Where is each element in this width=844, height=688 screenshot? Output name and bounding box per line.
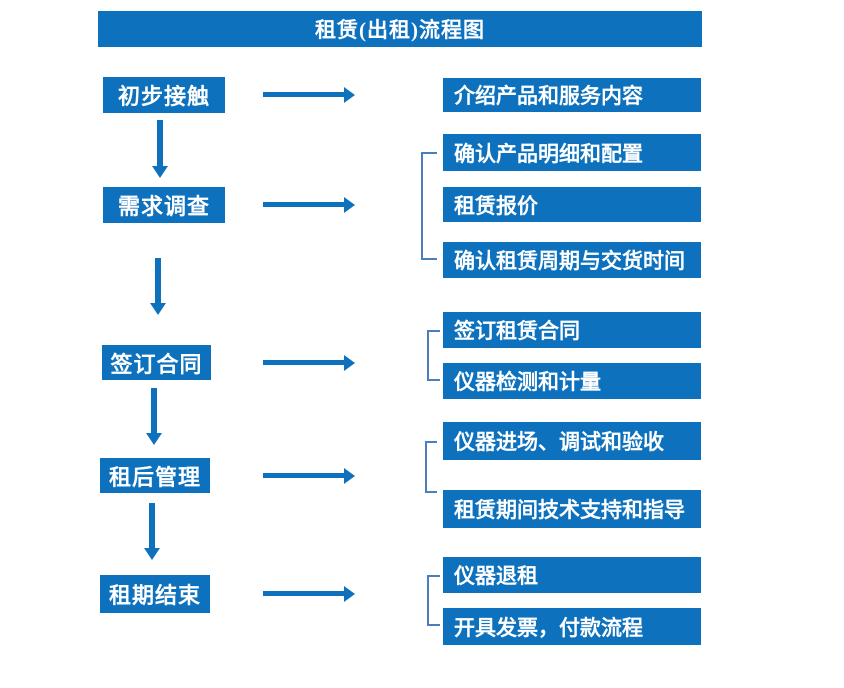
group-bracket <box>425 441 437 493</box>
output-box-confirm-product-details: 确认产品明细和配置 <box>443 134 701 171</box>
right-arrow-icon <box>263 92 345 97</box>
output-box-sign-rental-contract: 签订租赁合同 <box>443 312 701 348</box>
down-arrow-icon <box>155 258 161 304</box>
down-arrow-icon <box>157 120 163 167</box>
right-arrow-icon <box>263 202 345 207</box>
output-box-rental-quote: 租赁报价 <box>443 187 701 222</box>
right-arrow-icon <box>263 473 345 478</box>
output-box-invoice-payment: 开具发票，付款流程 <box>443 608 701 645</box>
down-arrow-icon <box>149 503 155 549</box>
stage-box-rental-end: 租期结束 <box>100 575 210 613</box>
group-bracket <box>427 575 440 626</box>
stage-box-sign-contract: 签订合同 <box>102 345 211 380</box>
group-bracket <box>427 330 440 381</box>
stage-box-initial-contact: 初步接触 <box>103 77 225 113</box>
stage-box-demand-survey: 需求调查 <box>103 187 225 223</box>
right-arrow-icon <box>263 360 345 365</box>
output-box-instrument-return: 仪器退租 <box>443 557 701 593</box>
output-box-introduce-products: 介绍产品和服务内容 <box>443 78 701 112</box>
right-arrow-icon <box>263 591 345 596</box>
group-bracket <box>421 152 437 260</box>
stage-box-post-rental-management: 租后管理 <box>100 458 210 493</box>
output-box-confirm-rental-period: 确认租赁周期与交货时间 <box>443 242 701 278</box>
down-arrow-icon <box>151 388 157 434</box>
output-box-instrument-commissioning: 仪器进场、调试和验收 <box>443 422 701 460</box>
output-box-technical-support: 租赁期间技术支持和指导 <box>443 490 701 528</box>
flowchart-title: 租赁(出租)流程图 <box>98 11 702 47</box>
output-box-instrument-testing: 仪器检测和计量 <box>443 363 701 399</box>
